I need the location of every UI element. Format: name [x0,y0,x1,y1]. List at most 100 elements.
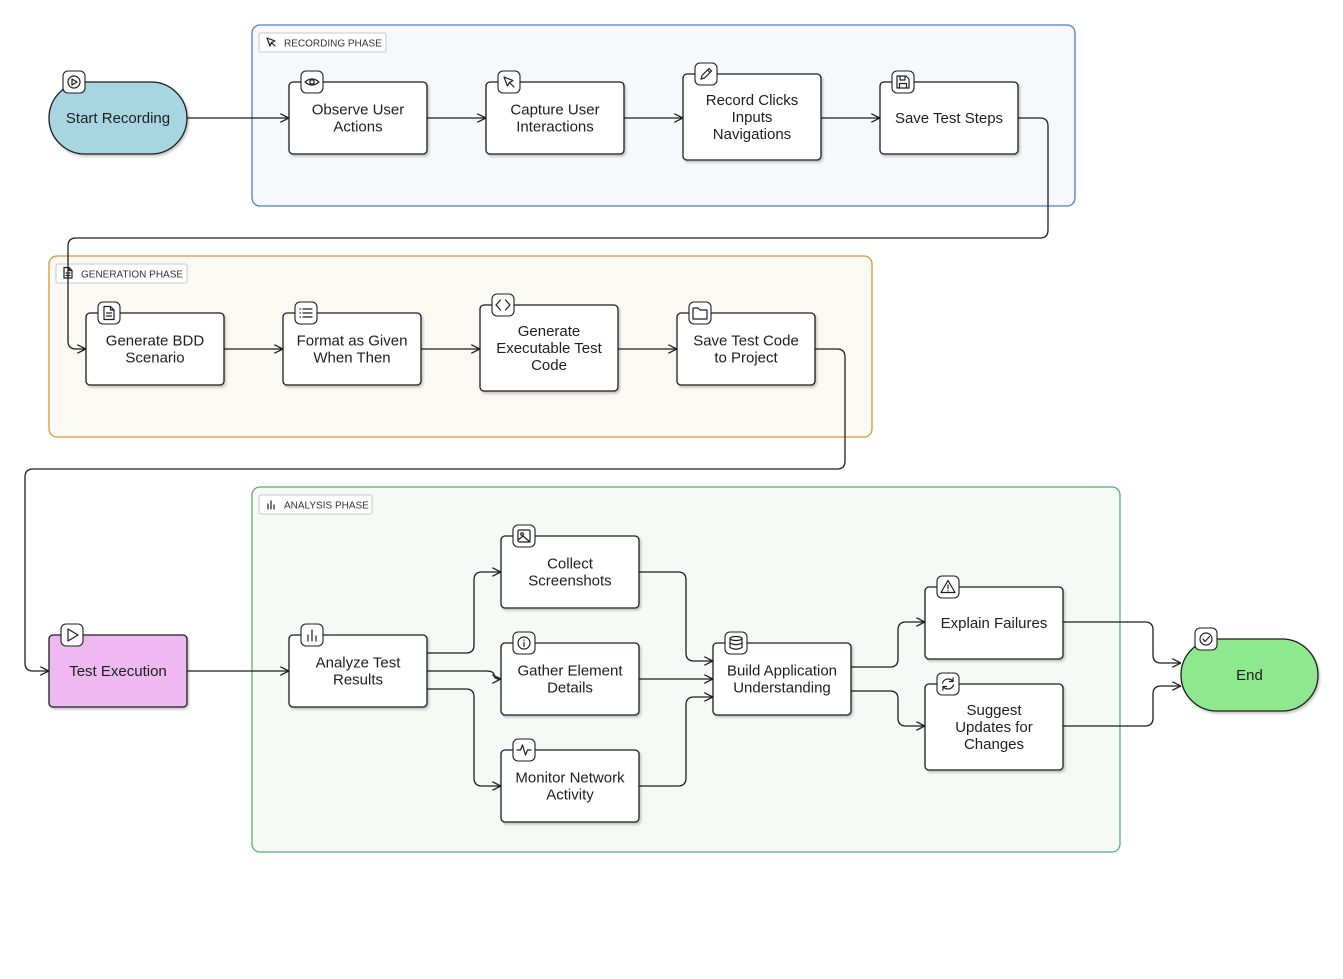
node-box [676,312,816,386]
analysis-phase-tag [258,494,373,515]
node-label: Test Execution [69,663,167,680]
node-label: Executable Test [496,340,602,357]
cursor-icon [266,37,276,47]
node-end[interactable]: End [1180,627,1319,712]
node-box [500,535,640,609]
generation-phase-label: GENERATION PHASE [81,270,183,281]
analysis-phase-label: ANALYSIS PHASE [284,501,369,512]
edge-analyze-screens [427,572,500,654]
node-label: Interactions [516,119,594,136]
edge-monitor-build [639,697,712,787]
edge-build-explain [851,622,924,668]
info-icon [512,631,536,655]
node-label: Build Application [727,663,837,680]
edge-build-suggest [851,690,924,726]
node-label: Save Test Steps [895,110,1003,127]
edge-save-code-test-exec [24,348,846,671]
floppy-disk-icon [891,70,915,94]
node-label: Analyze Test [316,655,402,672]
generation-phase-box [48,255,873,438]
edge-analyze-monitor [427,688,500,786]
image-icon [512,524,536,548]
node-label: Generate [518,323,581,340]
node-box [288,634,428,708]
refresh-icon [936,672,960,696]
node-box [924,683,1064,771]
node-box [85,312,225,386]
node-box [288,81,428,155]
node-test-exec[interactable]: Test Execution [48,623,188,708]
database-icon [724,631,748,655]
node-box [282,312,422,386]
node-box [879,81,1019,155]
node-label: Understanding [733,680,831,697]
bar-chart-icon [300,623,324,647]
analysis-phase: ANALYSIS PHASE [251,486,1121,853]
recording-phase-label: RECORDING PHASE [284,39,382,50]
edge-explain-end [1063,621,1180,663]
analysis-phase-box [251,486,1121,853]
edges [24,118,1180,787]
generation-phase: GENERATION PHASE [48,255,873,438]
node-start[interactable]: Start Recording [48,70,188,155]
node-label: Inputs [732,109,773,126]
play-icon [60,623,84,647]
node-label: Capture User [510,102,599,119]
node-save-steps[interactable]: Save Test Steps [879,70,1019,155]
node-label: Observe User [312,102,405,119]
eye-icon [300,70,324,94]
node-label: Generate BDD [106,333,205,350]
node-label: Code [531,357,567,374]
node-box [924,586,1064,660]
node-box [485,81,625,155]
node-label: Activity [546,787,594,804]
node-label: Changes [964,736,1024,753]
node-label: Actions [333,119,382,136]
code-icon [491,293,515,317]
node-label: When Then [313,350,390,367]
node-box [712,642,852,716]
node-label: Collect [547,556,594,573]
node-label: Screenshots [528,573,611,590]
warning-icon [936,575,960,599]
play-circle-icon [62,70,86,94]
bar-chart-icon [267,500,275,510]
node-label: Updates for [955,719,1033,736]
folder-icon [688,301,712,325]
node-box [500,642,640,716]
node-label: Scenario [125,350,184,367]
check-circle-icon [1194,627,1218,651]
node-label: Suggest [966,702,1022,719]
node-label: Explain Failures [941,615,1048,632]
edge-analyze-gather [427,670,500,679]
node-label: Start Recording [66,110,170,127]
pencil-icon [694,62,718,86]
node-box [48,81,188,155]
node-label: Save Test Code [693,333,799,350]
edge-suggest-end [1063,686,1180,727]
list-icon [294,301,318,325]
node-label: Navigations [713,126,791,143]
edge-screens-build [639,571,712,661]
generation-phase-tag [55,263,188,284]
node-box [682,73,822,161]
node-label: Details [547,680,593,697]
node-explain[interactable]: Explain Failures [924,575,1064,660]
node-label: Results [333,672,383,689]
node-label: End [1236,667,1263,684]
recording-phase: RECORDING PHASE [251,24,1076,207]
